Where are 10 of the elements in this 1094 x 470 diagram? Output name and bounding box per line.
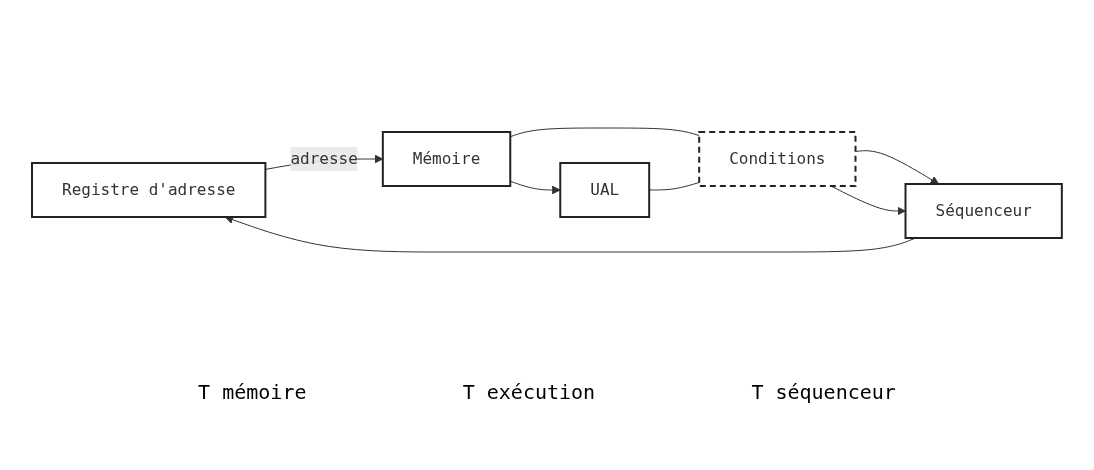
node-box: Registre d'adresse <box>31 162 267 218</box>
node-box: UAL <box>559 162 651 218</box>
time-label: T mémoire <box>198 380 307 404</box>
time-label: T exécution <box>462 380 596 404</box>
node-box: Conditions <box>698 131 857 187</box>
node-box: Séquenceur <box>904 183 1063 239</box>
edge-label: adresse <box>290 149 358 168</box>
node-box: Mémoire <box>381 131 512 187</box>
arrow <box>855 150 940 185</box>
time-label: T séquenceur <box>751 380 896 404</box>
